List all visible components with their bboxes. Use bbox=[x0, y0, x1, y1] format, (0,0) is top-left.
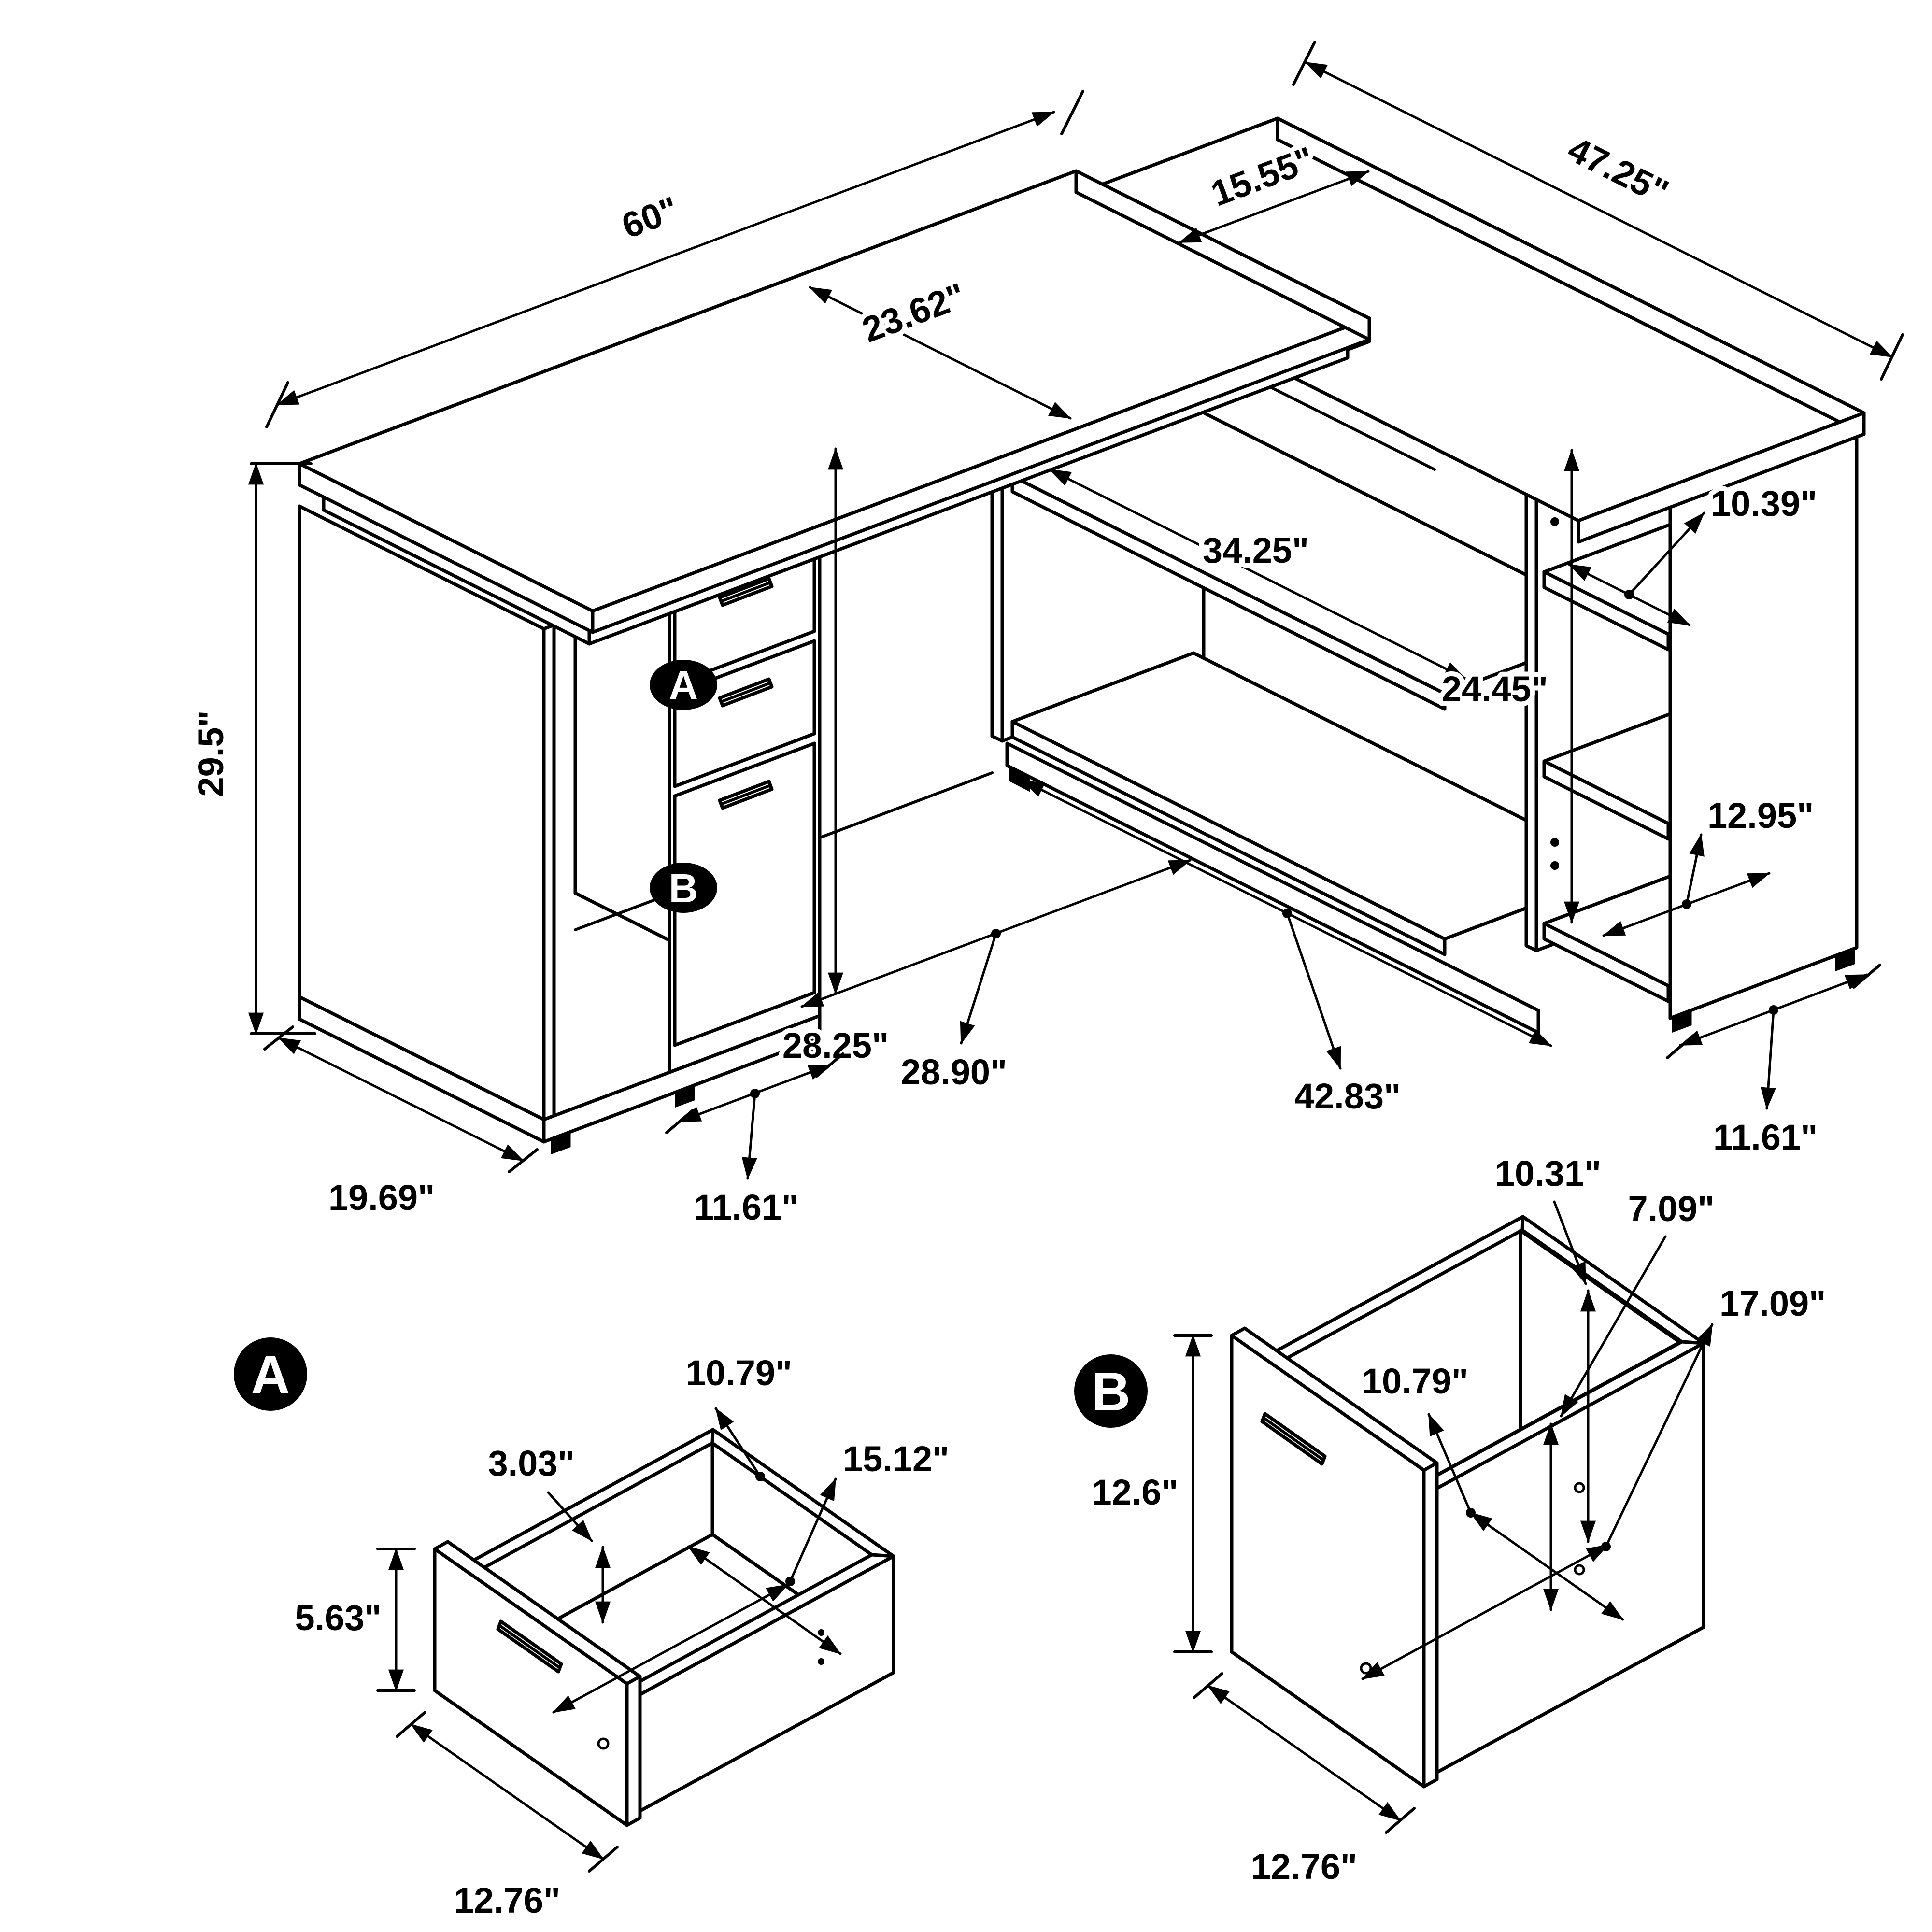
badge-circle bbox=[1074, 1354, 1148, 1428]
dimension-b-back-height: 10.31" bbox=[1490, 1149, 1606, 1543]
drawer-a-box bbox=[433, 1428, 895, 1827]
dim-label: 3.03" bbox=[488, 1443, 574, 1483]
front-hole bbox=[1360, 1662, 1372, 1675]
drawer-b-detail-view: B 12.6" bbox=[1074, 1149, 1831, 1891]
foot bbox=[796, 1038, 816, 1063]
dimension-b-inner-width: 10.79" bbox=[1357, 1356, 1624, 1621]
left-end-panel-front-edge bbox=[542, 623, 556, 1122]
dim-label: 19.69" bbox=[328, 1178, 435, 1218]
dim-label: 11.61" bbox=[694, 1187, 798, 1227]
dim-label: 7.09" bbox=[1628, 1189, 1714, 1229]
dimension-b-front-width: 12.76" bbox=[1193, 1672, 1416, 1891]
side-hole bbox=[1574, 1564, 1585, 1576]
front-hole bbox=[597, 1737, 610, 1750]
badge-letter: A bbox=[251, 1345, 290, 1405]
dim-label: 10.79" bbox=[1362, 1361, 1468, 1401]
dimension-knee-width: 28.90" bbox=[800, 859, 1192, 1097]
detail-a-badge: A bbox=[234, 1337, 307, 1411]
dim-label: 42.83" bbox=[1294, 1076, 1401, 1116]
dim-label: 10.31" bbox=[1495, 1153, 1601, 1193]
dim-label: 17.09" bbox=[1719, 1283, 1826, 1323]
dim-label: 12.76" bbox=[1251, 1847, 1357, 1887]
bookcase-foot-right bbox=[1835, 948, 1855, 972]
dimension-case-interior-height: 24.45" bbox=[1437, 449, 1579, 924]
drawer-b-badge: B bbox=[650, 863, 717, 913]
dimension-overall-height: 29.5" bbox=[186, 462, 316, 1035]
screw-hole bbox=[818, 1629, 824, 1636]
badge-circle bbox=[650, 863, 717, 913]
dimension-top-shelf-depth: 10.39" bbox=[1568, 479, 1822, 626]
dimension-case-bottom-width: 12.95" bbox=[1602, 791, 1818, 937]
dimension-shelf-interior-width: 34.25" bbox=[1048, 468, 1467, 680]
front-panel-right-edge bbox=[625, 1675, 642, 1827]
bookcase-side-panel bbox=[1668, 435, 1859, 1020]
badge-letter: B bbox=[1092, 1362, 1131, 1422]
dim-label: 12.6" bbox=[1092, 1472, 1178, 1512]
dimension-a-inner-width: 10.79" bbox=[681, 1348, 842, 1655]
badge-circle bbox=[650, 660, 717, 710]
badge-letter: B bbox=[669, 866, 698, 911]
dim-label: 34.25" bbox=[1203, 530, 1309, 570]
dimension-a-front-width: 12.76" bbox=[396, 1711, 619, 1925]
drawer-2-front bbox=[673, 639, 816, 788]
badge-circle bbox=[234, 1337, 307, 1411]
dimension-pedestal-width: 11.61" bbox=[665, 1052, 844, 1232]
dim-label: 11.61" bbox=[1713, 1117, 1818, 1157]
dimension-bottom-rail: 42.83" bbox=[1022, 779, 1552, 1121]
main-assembly-view: A B 60" 47.25" 23.62" 15.55" bbox=[186, 41, 1904, 1232]
dimension-base-depth: 19.69" bbox=[263, 1025, 539, 1222]
front-panel-right-edge bbox=[1422, 1461, 1439, 1789]
dimension-a-inner-side-height: 3.03" bbox=[483, 1438, 611, 1624]
drawer-a-badge: A bbox=[650, 660, 717, 710]
desk-top-left-edge bbox=[298, 462, 595, 634]
drawer-a-detail-view: A 5.63" bbox=[234, 1337, 954, 1925]
foot bbox=[551, 1131, 571, 1155]
dimension-b-divider-height: 7.09" bbox=[1543, 1184, 1719, 1611]
dim-label: 24.45" bbox=[1442, 669, 1548, 709]
drawer-handles bbox=[718, 577, 774, 810]
dim-label: 12.95" bbox=[1707, 796, 1814, 836]
dim-label: 10.39" bbox=[1711, 483, 1817, 524]
drawer-b-box bbox=[1230, 1215, 1705, 1789]
screw-hole bbox=[818, 1658, 824, 1665]
dimension-b-inner-depth: 17.09" bbox=[1361, 1279, 1831, 1680]
dim-label: 15.12" bbox=[843, 1439, 949, 1479]
dim-label: 28.90" bbox=[901, 1052, 1007, 1092]
dimension-case-base-depth: 11.61" bbox=[1666, 964, 1881, 1162]
dim-label: 29.5" bbox=[191, 710, 231, 796]
side-hole bbox=[1574, 1482, 1585, 1493]
dim-label: 12.76" bbox=[454, 1880, 560, 1920]
dimension-knee-height: 28.25" bbox=[778, 447, 894, 1070]
dim-label: 28.25" bbox=[782, 1025, 889, 1065]
badge-letter: A bbox=[669, 663, 698, 708]
dim-label: 10.79" bbox=[686, 1353, 792, 1393]
dimension-a-front-height: 5.63" bbox=[290, 1548, 416, 1692]
dimension-a-inner-depth: 15.12" bbox=[552, 1434, 954, 1714]
dimension-b-front-height: 12.6" bbox=[1087, 1334, 1213, 1653]
detail-b-badge: B bbox=[1074, 1354, 1148, 1428]
dim-label: 5.63" bbox=[295, 1598, 381, 1638]
dim-label: 60" bbox=[616, 189, 683, 246]
